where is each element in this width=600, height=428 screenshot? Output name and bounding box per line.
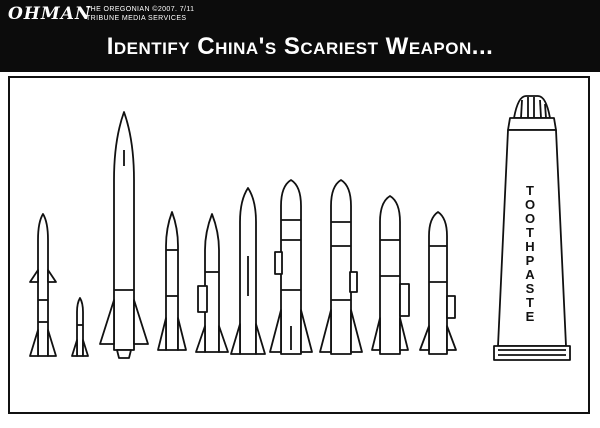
missile-6 — [230, 187, 266, 355]
toothpaste-tube — [493, 95, 571, 361]
tube-label-letter: S — [525, 281, 535, 296]
cartoonist-signature: OHMAN — [8, 4, 92, 24]
tube-label-letter: T — [526, 183, 534, 198]
tube-label-letter: E — [525, 309, 535, 324]
missile-2 — [71, 297, 89, 357]
tube-label-letter: H — [525, 239, 535, 254]
cartoon-caption: Identify China's Scariest Weapon... — [106, 33, 494, 60]
tube-label-letter: O — [524, 211, 536, 226]
missile-7 — [269, 179, 313, 355]
tube-label-letter: T — [526, 295, 534, 310]
syndicate-credit: TRIBUNE MEDIA SERVICES — [86, 15, 187, 22]
tube-label-letter: T — [526, 225, 534, 240]
missile-9 — [371, 195, 410, 355]
missile-3 — [99, 111, 149, 359]
tube-label-letter: O — [524, 197, 536, 212]
missile-5 — [195, 213, 229, 353]
tube-label-letter: P — [525, 253, 535, 268]
tube-label-letter: A — [525, 267, 535, 282]
publication-credit: THE OREGONIAN ©2007. 7/11 — [86, 6, 195, 13]
header-band: OHMAN THE OREGONIAN ©2007. 7/11 TRIBUNE … — [0, 0, 600, 72]
missile-8 — [319, 179, 363, 355]
missile-1 — [29, 213, 57, 357]
missile-4 — [157, 211, 187, 351]
panel-frame — [8, 76, 590, 414]
missile-10 — [419, 211, 457, 355]
